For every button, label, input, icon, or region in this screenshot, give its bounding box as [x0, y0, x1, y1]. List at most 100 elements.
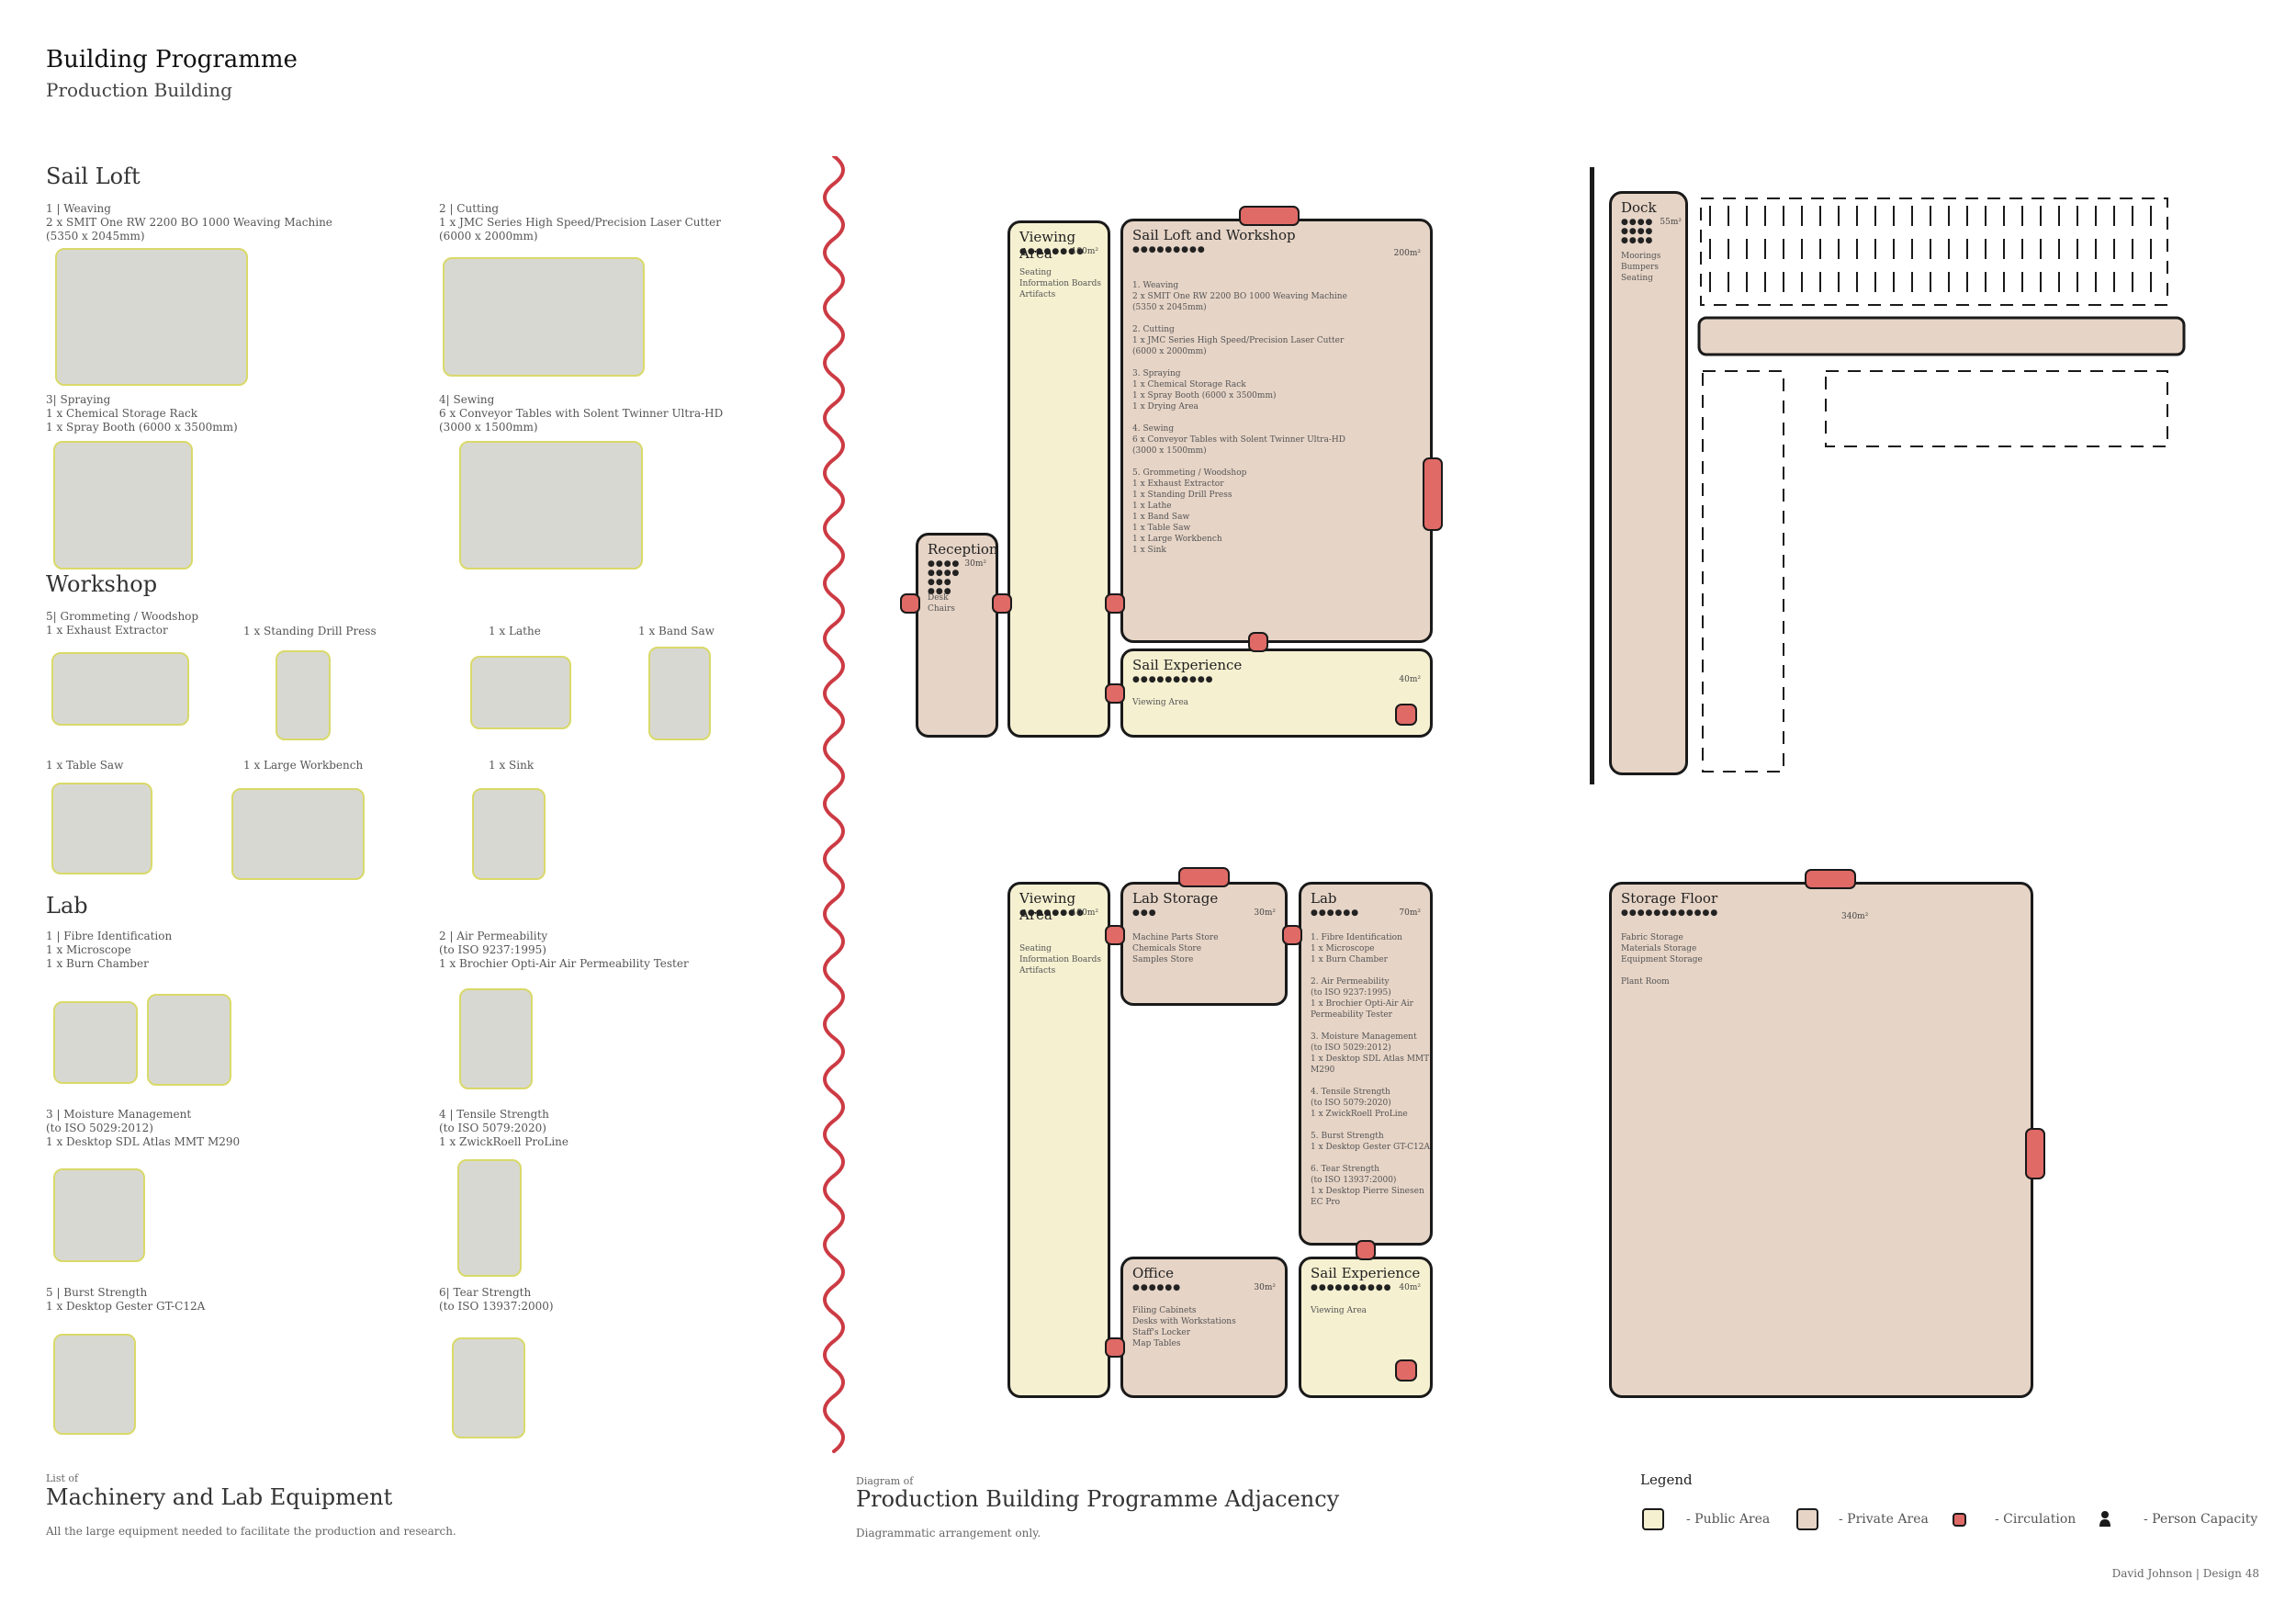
footer-left-title: Machinery and Lab Equipment — [46, 1484, 393, 1510]
person-capacity: ●●●●●●●●●● — [1311, 1283, 1392, 1292]
dock-moorings — [1697, 197, 2186, 773]
circulation-viewing-lab-storage — [1105, 925, 1125, 945]
circulation-lab-storage-lab — [1282, 925, 1302, 945]
room-viewing-area-1: Viewing Area ●●●●●●●● 100m² Seating Info… — [1007, 220, 1110, 738]
wavy-divider — [823, 156, 845, 1453]
room-sail-experience-1: Sail Experience ●●●●●●●●●● 40m² Viewing … — [1120, 648, 1433, 738]
mooring-ticks — [1709, 206, 2152, 292]
equipment-tear-label: 6| Tear Strength (to ISO 13937:2000) — [439, 1286, 554, 1313]
circulation-viewing-office — [1105, 1337, 1125, 1358]
room-area: 30m² — [1254, 908, 1276, 918]
equipment-weaving-label: 1 | Weaving 2 x SMIT One RW 2200 BO 1000… — [46, 202, 332, 242]
room-sail-loft-workshop: Sail Loft and Workshop ●●●●●●●●● 200m² 1… — [1120, 219, 1433, 643]
equipment-sewing-label: 4| Sewing 6 x Conveyor Tables with Solen… — [439, 393, 724, 434]
tear-tester-image — [452, 1337, 525, 1438]
laser-cutter-image — [443, 257, 645, 377]
tensile-tester-image — [457, 1159, 522, 1277]
circulation-loft-experience — [1248, 632, 1268, 652]
room-description: Seating Information Boards Artifacts — [1019, 944, 1101, 976]
room-lab-storage: Lab Storage ●●● 30m² Machine Parts Store… — [1120, 882, 1288, 1006]
equipment-moisture-label: 3 | Moisture Management (to ISO 5029:201… — [46, 1108, 241, 1148]
spray-booth-image — [53, 441, 193, 570]
room-dock: Dock ●●●● ●●●● ●●●● 55m² Moorings Bumper… — [1609, 191, 1688, 775]
room-description: Moorings Bumpers Seating — [1621, 252, 1661, 283]
table-saw-image — [51, 783, 152, 874]
pier — [1697, 316, 2186, 356]
room-name: Sail Experience — [1132, 657, 1243, 673]
room-name: Sail Loft and Workshop — [1132, 227, 1296, 243]
legend-circulation-label: - Circulation — [1995, 1512, 2077, 1527]
room-area: 30m² — [1254, 1283, 1276, 1292]
equipment-lathe-label: 1 x Lathe — [489, 625, 541, 637]
legend-public-label: - Public Area — [1686, 1512, 1771, 1527]
page-title: Building Programme — [46, 46, 298, 73]
footer-left-kicker: List of — [46, 1472, 79, 1484]
equipment-band-saw-label: 1 x Band Saw — [638, 625, 715, 637]
room-name: Storage Floor — [1621, 890, 1718, 907]
equipment-fibre-label: 1 | Fibre Identification 1 x Microscope … — [46, 930, 173, 970]
workbench-image — [231, 788, 365, 880]
weaving-machine-image — [55, 248, 248, 386]
conveyor-table-image — [459, 441, 643, 570]
circulation-reception-viewing — [992, 593, 1012, 614]
room-lab: Lab ●●●●●● 70m² 1. Fibre Identification … — [1299, 882, 1433, 1246]
room-sail-experience-2: Sail Experience ●●●●●●●●●● 40m² Viewing … — [1299, 1257, 1433, 1398]
legend-swatch-public — [1642, 1508, 1664, 1530]
footer-left-desc: All the large equipment needed to facili… — [46, 1525, 456, 1538]
room-description: 1. Fibre Identification 1 x Microscope 1… — [1311, 933, 1430, 1207]
equipment-sink-label: 1 x Sink — [489, 759, 535, 772]
circulation-storage-right — [2025, 1128, 2045, 1179]
exhaust-extractor-image — [51, 652, 189, 726]
room-description: Viewing Area — [1132, 698, 1189, 707]
legend-title: Legend — [1640, 1472, 1693, 1488]
circulation-storage-top — [1805, 869, 1856, 889]
circulation-lab-experience — [1356, 1240, 1376, 1260]
room-name: Sail Experience — [1311, 1265, 1421, 1281]
legend-private-label: - Private Area — [1839, 1512, 1929, 1527]
room-area: 200m² — [1393, 249, 1421, 258]
berth-vertical — [1702, 370, 1784, 773]
lathe-image — [470, 656, 571, 729]
person-capacity: ●●●●●●●●●●●● — [1621, 908, 1719, 918]
person-icon — [2099, 1511, 2110, 1527]
room-description: Filing Cabinets Desks with Workstations … — [1132, 1306, 1236, 1348]
section-workshop: Workshop — [46, 571, 158, 597]
person-capacity: ●●●●●●●●● — [1132, 245, 1206, 254]
room-area: 70m² — [1399, 908, 1421, 918]
section-lab: Lab — [46, 893, 88, 919]
air-tester-image — [459, 988, 533, 1089]
person-capacity: ●●●●●●●●●● — [1132, 675, 1214, 684]
circulation-experience-2-exit — [1395, 1359, 1417, 1382]
person-capacity: ●●●● ●●●● ●●●● — [1621, 218, 1654, 245]
equipment-workbench-label: 1 x Large Workbench — [243, 759, 364, 772]
drill-press-image — [276, 650, 331, 740]
circulation-lab-storage-top — [1178, 867, 1230, 887]
room-description: Viewing Area — [1311, 1306, 1367, 1315]
person-capacity: ●●●●●●●● — [1019, 247, 1085, 256]
equipment-table-saw-label: 1 x Table Saw — [46, 759, 124, 772]
room-area: 100m² — [1071, 247, 1098, 256]
legend-swatch-private — [1796, 1508, 1818, 1530]
footer-mid-kicker: Diagram of — [856, 1475, 914, 1487]
credit: David Johnson | Design 48 — [2111, 1567, 2259, 1580]
room-name: Viewing Area — [1019, 890, 1076, 923]
equipment-grommeting-label: 5| Grommeting / Woodshop 1 x Exhaust Ext… — [46, 610, 199, 637]
mooring-zone-outline — [1700, 197, 2168, 306]
room-description: Machine Parts Store Chemicals Store Samp… — [1132, 933, 1219, 964]
footer-mid-title: Production Building Programme Adjacency — [856, 1486, 1340, 1512]
section-sail-loft: Sail Loft — [46, 164, 141, 189]
room-area: 40m² — [1399, 675, 1421, 684]
band-saw-image — [648, 647, 711, 740]
equipment-drill-press-label: 1 x Standing Drill Press — [243, 625, 377, 637]
room-name: Dock — [1621, 199, 1657, 216]
room-area: 40m² — [1399, 1283, 1421, 1292]
room-area: 55m² — [1660, 218, 1682, 227]
person-capacity: ●●● — [1132, 908, 1157, 918]
burst-tester-image — [53, 1334, 136, 1435]
circulation-viewing-sail-loft — [1105, 593, 1125, 614]
person-capacity: ●●●● ●●●● ●●● ●●● — [928, 559, 961, 596]
moisture-tester-image — [53, 1168, 145, 1262]
room-storage-floor: Storage Floor ●●●●●●●●●●●● 340m² Fabric … — [1609, 882, 2033, 1398]
circulation-viewing-experience — [1105, 683, 1125, 704]
circulation-sail-loft-right — [1423, 457, 1443, 531]
